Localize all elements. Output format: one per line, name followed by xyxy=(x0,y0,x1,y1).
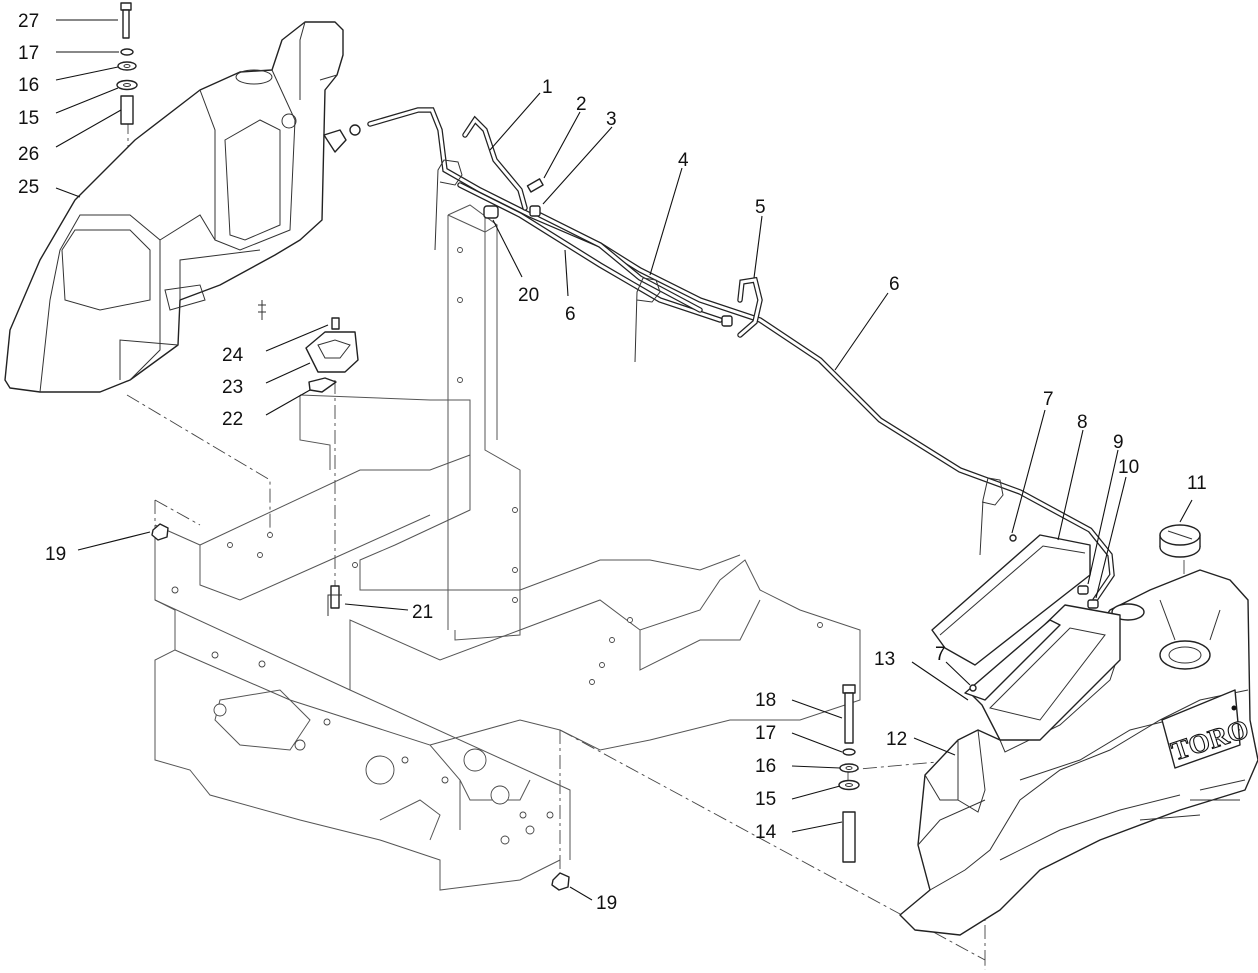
hose-fittings xyxy=(323,124,1099,629)
callout-4: 4 xyxy=(678,150,689,171)
callout-6: 6 xyxy=(565,304,576,325)
callout-27: 27 xyxy=(18,11,39,32)
callout-13: 13 xyxy=(874,649,895,670)
callout-1: 1 xyxy=(542,77,553,98)
right-hardware-stack xyxy=(151,523,860,891)
callout-15-right: 15 xyxy=(755,789,776,810)
callout-26: 26 xyxy=(18,144,39,165)
callout-7: 7 xyxy=(1043,389,1054,410)
callout-20: 20 xyxy=(518,285,539,306)
callout-18: 18 xyxy=(755,690,776,711)
callout-9: 9 xyxy=(1113,432,1124,453)
callouts: 27 17 16 15 26 25 1 2 3 4 5 6 6 20 24 23… xyxy=(18,11,1207,914)
callout-12: 12 xyxy=(886,729,907,750)
callout-10: 10 xyxy=(1118,457,1139,478)
mount-bracket xyxy=(305,317,359,616)
callout-19: 19 xyxy=(45,544,66,565)
left-hardware-stack xyxy=(116,2,138,125)
callout-17: 17 xyxy=(18,43,39,64)
callout-17-right: 17 xyxy=(755,723,776,744)
callout-19-lower: 19 xyxy=(596,893,617,914)
callout-6-right: 6 xyxy=(889,274,900,295)
callout-16: 16 xyxy=(18,75,39,96)
callout-7-lower: 7 xyxy=(935,644,946,665)
right-fuel-tank: TORO xyxy=(899,569,1258,936)
fuel-hoses xyxy=(367,107,1115,603)
callout-5: 5 xyxy=(755,197,766,218)
callout-2: 2 xyxy=(576,94,587,115)
callout-14: 14 xyxy=(755,822,777,843)
callout-25: 25 xyxy=(18,177,39,198)
callout-15: 15 xyxy=(18,108,39,129)
left-fuel-tank xyxy=(4,21,344,393)
tank-cover xyxy=(931,534,1121,741)
callout-24: 24 xyxy=(222,345,244,366)
callout-16-right: 16 xyxy=(755,756,776,777)
callout-21: 21 xyxy=(412,602,433,623)
callout-3: 3 xyxy=(606,109,617,130)
chassis-frame xyxy=(154,204,861,891)
callout-8: 8 xyxy=(1077,412,1088,433)
callout-23: 23 xyxy=(222,377,243,398)
fuel-cap xyxy=(1159,524,1201,558)
callout-11: 11 xyxy=(1187,473,1207,494)
callout-22: 22 xyxy=(222,409,243,430)
